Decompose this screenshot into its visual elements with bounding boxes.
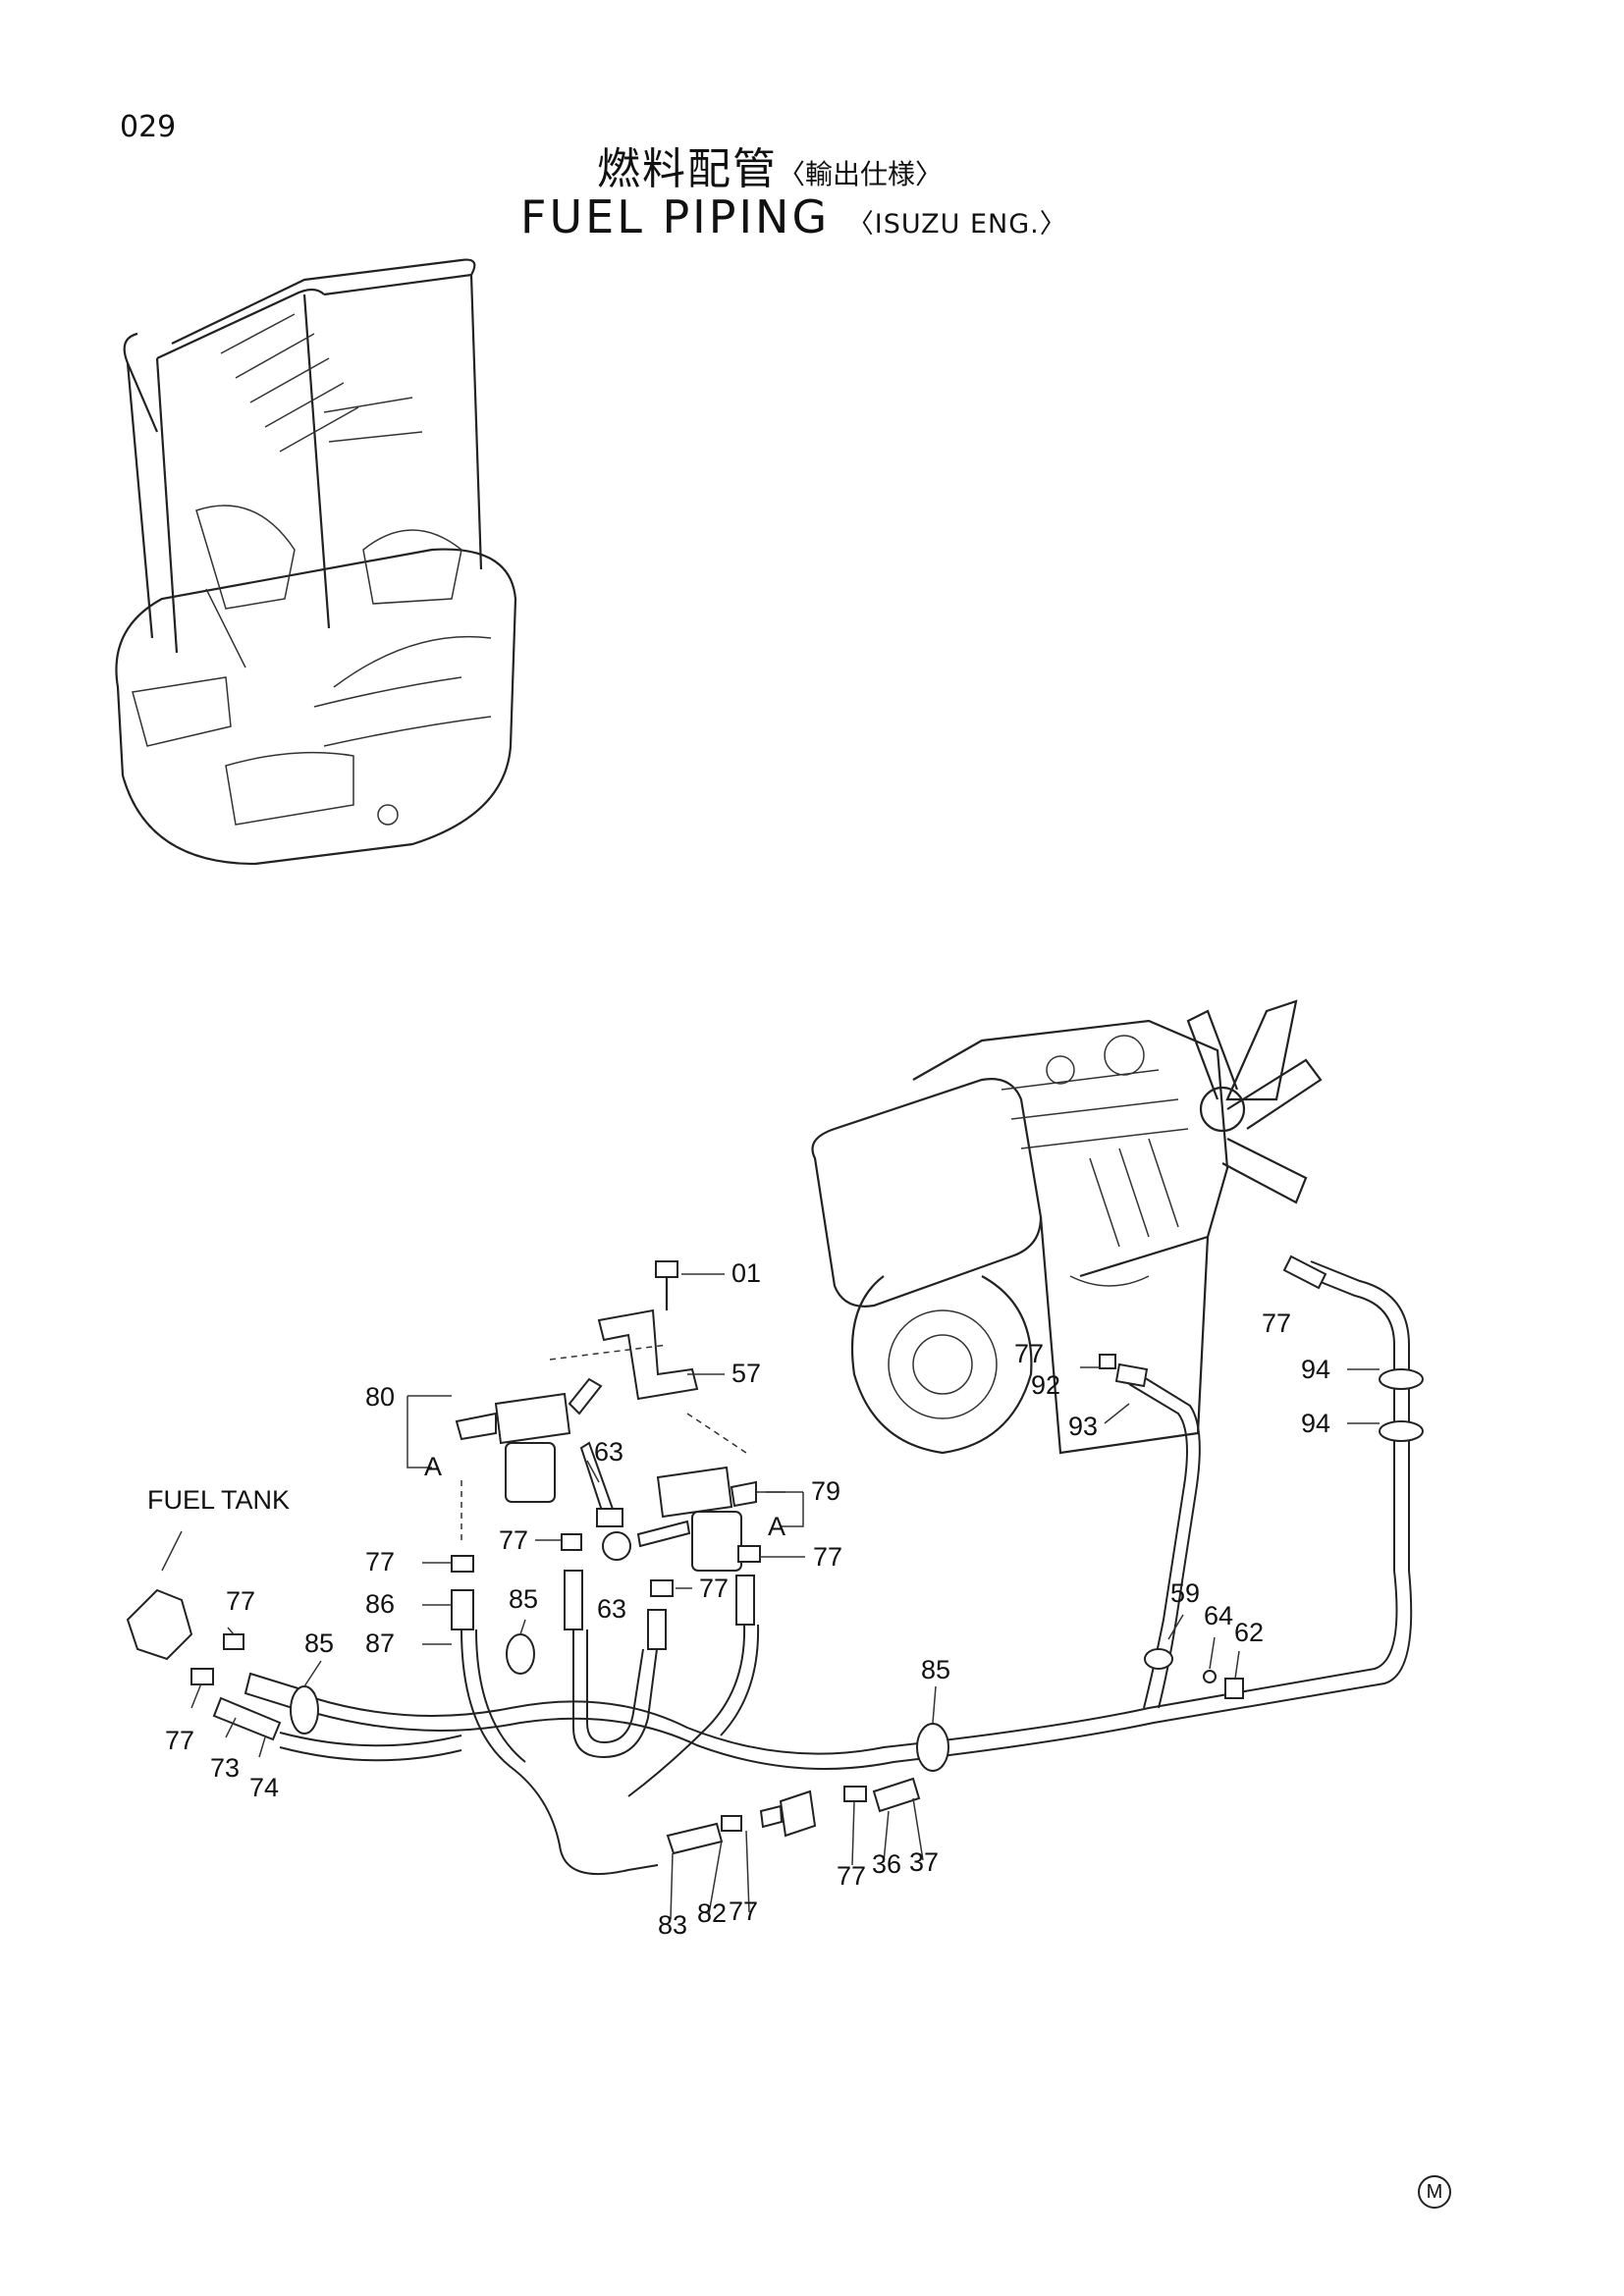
- engine-illustration: [811, 999, 1323, 1455]
- callout-85-a: 85: [509, 1584, 538, 1614]
- callout-92: 92: [1031, 1370, 1060, 1400]
- callout-77-d: 77: [699, 1574, 729, 1603]
- callout-62: 62: [1234, 1618, 1264, 1647]
- callout-94-b: 94: [1301, 1409, 1330, 1438]
- callout-A-right: A: [768, 1512, 785, 1541]
- callout-87: 87: [365, 1629, 395, 1658]
- m-mark-symbol: M: [1418, 2175, 1451, 2209]
- title-en-note: 〈ISUZU ENG.〉: [846, 209, 1067, 240]
- callout-77-c: 77: [813, 1542, 842, 1572]
- callout-74: 74: [249, 1773, 279, 1802]
- callout-A-left: A: [424, 1452, 442, 1481]
- callout-94-a: 94: [1301, 1355, 1330, 1384]
- callout-82: 82: [697, 1898, 727, 1928]
- callout-labels: 01 57 80 A 63 79 A 77 77 77 63 77 86 87 …: [147, 1258, 1330, 1940]
- callout-36: 36: [872, 1849, 901, 1879]
- title-en-main: FUEL PIPING: [520, 190, 831, 243]
- callout-85-b: 85: [304, 1629, 334, 1658]
- callout-80: 80: [365, 1382, 395, 1412]
- callout-59: 59: [1170, 1578, 1200, 1608]
- callout-77-b: 77: [499, 1525, 528, 1555]
- fuel-system-parts: [126, 1255, 1424, 1876]
- callout-64: 64: [1204, 1601, 1233, 1630]
- excavator-cab-illustration: [115, 258, 517, 866]
- callout-93: 93: [1068, 1412, 1098, 1441]
- callout-63-upper: 63: [594, 1437, 623, 1467]
- callout-86: 86: [365, 1589, 395, 1619]
- page-number: 029: [120, 110, 177, 144]
- callout-77-e: 77: [226, 1586, 255, 1616]
- title-jp-note: 〈輸出仕様〉: [778, 158, 944, 190]
- callout-79: 79: [811, 1476, 840, 1506]
- callout-77-h: 77: [1262, 1308, 1291, 1338]
- callout-57: 57: [731, 1359, 761, 1388]
- callout-77-j: 77: [837, 1861, 866, 1891]
- callout-73: 73: [210, 1753, 240, 1783]
- title-japanese: 燃料配管〈輸出仕様〉: [597, 133, 943, 196]
- callout-77-f: 77: [165, 1726, 194, 1755]
- callout-77-a: 77: [365, 1547, 395, 1576]
- title-english: FUEL PIPING 〈ISUZU ENG.〉: [520, 190, 1067, 243]
- callout-77-g: 77: [1014, 1339, 1044, 1368]
- callout-77-i: 77: [729, 1896, 758, 1926]
- leader-lines: [190, 1366, 1380, 1920]
- callout-37: 37: [909, 1847, 939, 1877]
- callout-85-c: 85: [921, 1655, 950, 1684]
- callout-01: 01: [731, 1258, 761, 1288]
- fuel-tank-label: FUEL TANK: [147, 1485, 290, 1515]
- callout-83: 83: [658, 1910, 687, 1940]
- callout-63-lower: 63: [597, 1594, 626, 1624]
- title-jp-main: 燃料配管: [597, 144, 778, 194]
